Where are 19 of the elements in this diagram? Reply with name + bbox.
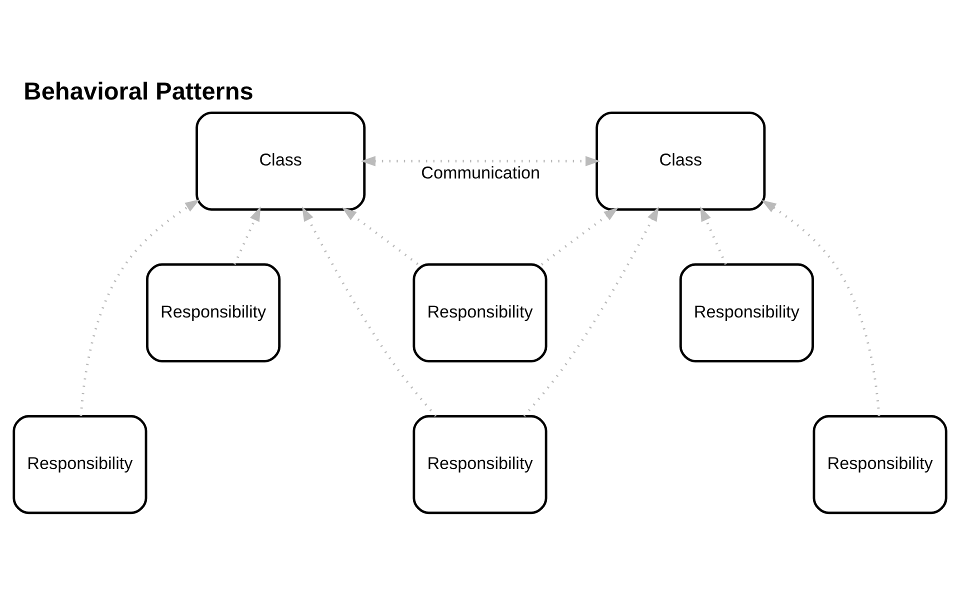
- node-box: Responsibility: [412, 415, 547, 514]
- arrow: [761, 200, 880, 416]
- node-box: Responsibility: [412, 263, 547, 362]
- arrow: [79, 199, 200, 416]
- arrow: [341, 207, 418, 266]
- node-box: Responsibility: [146, 263, 280, 362]
- node-box: Responsibility: [678, 263, 814, 362]
- arrow: [302, 206, 436, 417]
- arrow: [360, 156, 600, 166]
- arrow: [522, 206, 658, 417]
- node-box: Class: [195, 112, 366, 211]
- arrow: [232, 206, 260, 265]
- node-box: Responsibility: [12, 415, 147, 514]
- edge-label: Communication: [420, 164, 540, 183]
- diagram-title: Behavioral Patterns: [23, 78, 253, 106]
- arrow: [540, 207, 618, 266]
- arrow: [700, 206, 726, 265]
- node-box: Class: [595, 112, 766, 211]
- node-box: Responsibility: [812, 415, 947, 514]
